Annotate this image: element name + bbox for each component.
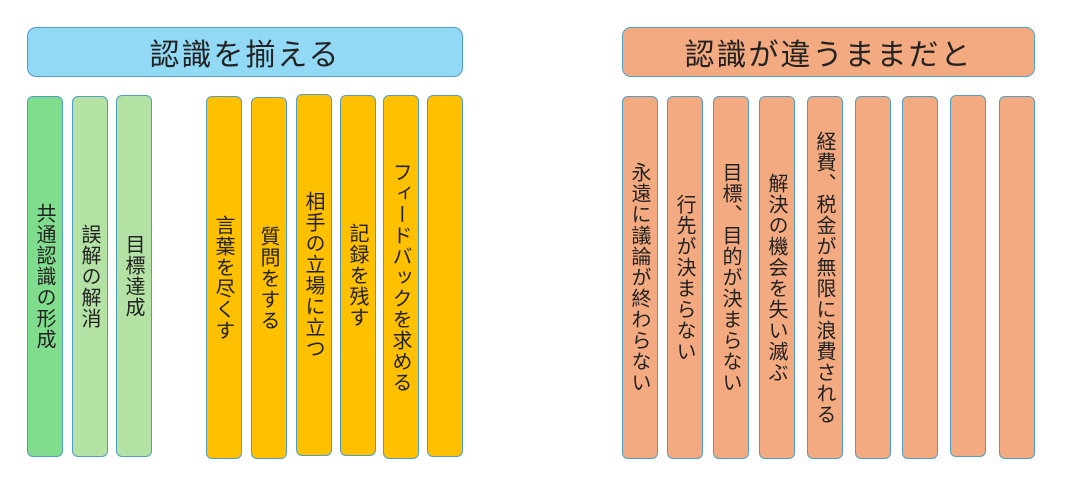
left-header-title: 認識を揃える [149, 38, 341, 73]
goal-box: 共通認識の形成 [27, 96, 63, 457]
consequence-box-empty [855, 96, 891, 459]
method-box-empty [427, 95, 463, 457]
consequence-box: 行先が決まらない [667, 96, 703, 459]
consequence-box: 永遠に議論が終わらない [622, 96, 658, 459]
method-box: フィードバックを求める [383, 95, 419, 459]
method-box: 質問をする [251, 97, 287, 459]
method-box: 記録を残す [340, 95, 376, 456]
consequence-text: 目標、目的が決まらない [719, 162, 743, 393]
method-text: 記録を残す [346, 223, 370, 328]
method-box: 相手の立場に立つ [296, 94, 332, 456]
left-header: 認識を揃える [27, 27, 463, 77]
goal-text: 共通認識の形成 [33, 203, 57, 350]
consequence-box: 解決の機会を失い滅ぶ [759, 96, 795, 459]
method-text: フィードバックを求める [389, 161, 413, 393]
consequence-box-empty [902, 96, 938, 459]
consequence-text: 行先が決まらない [673, 193, 697, 362]
right-header: 認識が違うままだと [622, 27, 1035, 77]
consequence-box: 目標、目的が決まらない [713, 96, 749, 459]
right-header-title: 認識が違うままだと [684, 38, 973, 73]
consequence-text: 永遠に議論が終わらない [628, 162, 652, 393]
method-box: 言葉を尽くす [206, 96, 242, 459]
goal-text: 誤解の解消 [78, 224, 102, 329]
method-text: 質問をする [257, 225, 281, 331]
method-text: 言葉を尽くす [212, 214, 236, 341]
goal-box: 誤解の解消 [72, 96, 108, 457]
consequence-box: 経費、税金が無限に浪費される [807, 96, 843, 459]
consequence-text: 解決の機会を失い滅ぶ [765, 172, 789, 383]
consequence-box-empty [950, 95, 986, 457]
method-text: 相手の立場に立つ [302, 191, 326, 359]
consequence-box-empty [999, 96, 1035, 459]
consequence-text: 経費、税金が無限に浪費される [813, 130, 837, 425]
goal-text: 目標達成 [122, 234, 146, 318]
goal-box: 目標達成 [116, 95, 152, 457]
